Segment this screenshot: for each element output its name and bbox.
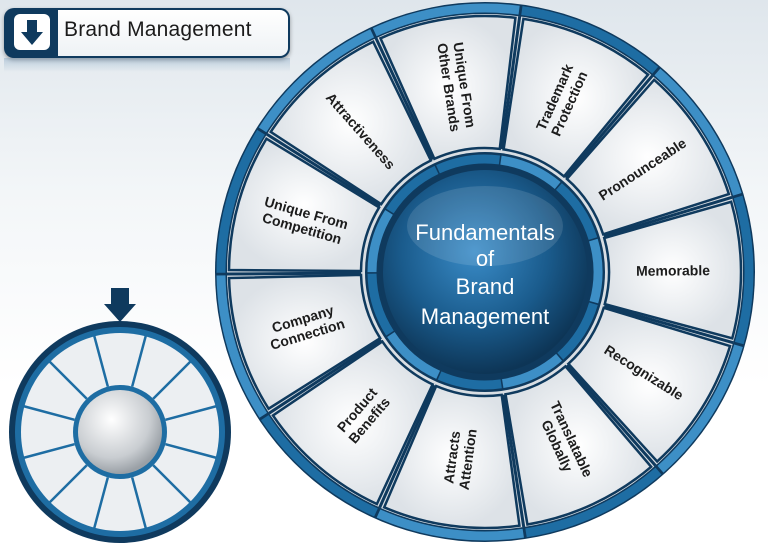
small-wheel-divider (23, 404, 75, 422)
inner-ring-arc (557, 302, 598, 360)
segment-divider (500, 16, 522, 150)
wheel-segment (504, 364, 653, 526)
small-wheel-icon (9, 321, 231, 543)
inner-ring-arc (501, 353, 563, 389)
outer-rim-arc (733, 195, 754, 345)
inner-ring-arc (367, 273, 394, 336)
down-arrow-icon (14, 14, 50, 50)
wheel-segment (566, 306, 732, 464)
wheel-segment (502, 17, 650, 179)
wheel-segment (382, 384, 521, 530)
wheel-segment (378, 14, 517, 161)
inner-ring-arc (436, 154, 500, 174)
small-wheel-divider (92, 335, 110, 387)
small-wheel-divider (152, 464, 192, 504)
inner-ring-arc (387, 331, 441, 379)
center-title-line: of (476, 246, 495, 271)
center-title-line: Fundamentals (415, 220, 554, 245)
wheel-segment (602, 200, 743, 340)
wheel-segment (565, 78, 731, 236)
wheel-segment (268, 40, 433, 206)
wheel-segment (227, 273, 382, 411)
segment-divider (564, 74, 654, 179)
segment-divider (268, 338, 383, 415)
title-shadow (4, 58, 290, 72)
inner-ring-arc (500, 155, 561, 190)
segment-divider (266, 132, 381, 208)
inner-ring-arc (437, 371, 502, 390)
small-wheel-divider (130, 335, 148, 387)
small-wheel-divider (152, 360, 192, 400)
inner-ring-arc (367, 209, 393, 273)
small-wheel-divider (165, 442, 217, 460)
outer-rim-arc (521, 6, 659, 74)
segment-divider (374, 37, 434, 161)
segment-divider (603, 304, 734, 345)
wheel-segment (227, 137, 381, 273)
center-title-line: Management (421, 304, 549, 329)
segment-label-line: Attracts (440, 430, 463, 485)
small-wheel-divider (48, 464, 88, 504)
small-wheel-divider (165, 404, 217, 422)
inner-ring-arc (386, 165, 439, 214)
pointer-arrow-icon (104, 288, 136, 322)
outer-rim-arc (216, 129, 265, 273)
inner-ring-arc (589, 238, 603, 304)
small-wheel-divider (23, 442, 75, 460)
segment-label: Memorable (636, 262, 710, 279)
outer-rim-arc (654, 68, 742, 196)
segment-divider (565, 364, 657, 467)
outer-rim-arc (657, 344, 743, 473)
brand-wheel (215, 2, 755, 542)
wheel-segment (271, 339, 435, 506)
outer-rim-arc (216, 275, 268, 418)
segment-divider (378, 384, 436, 509)
segment-label-line: Memorable (636, 262, 710, 279)
outer-rim-arc (258, 29, 375, 133)
outer-rim-arc (372, 3, 520, 37)
title-box (58, 10, 288, 56)
center-title-line: Brand (456, 274, 515, 299)
outer-rim-arc (525, 467, 662, 538)
page-title: Brand Management (64, 18, 252, 41)
small-wheel-divider (48, 360, 88, 400)
outer-rim-arc (376, 509, 524, 541)
segment-divider (226, 271, 362, 276)
outer-rim-arc (261, 415, 378, 517)
small-wheel-divider (92, 477, 110, 529)
segment-divider (603, 195, 733, 238)
small-wheel-divider (130, 477, 148, 529)
segment-divider (502, 394, 526, 528)
inner-ring-arc (555, 183, 598, 240)
